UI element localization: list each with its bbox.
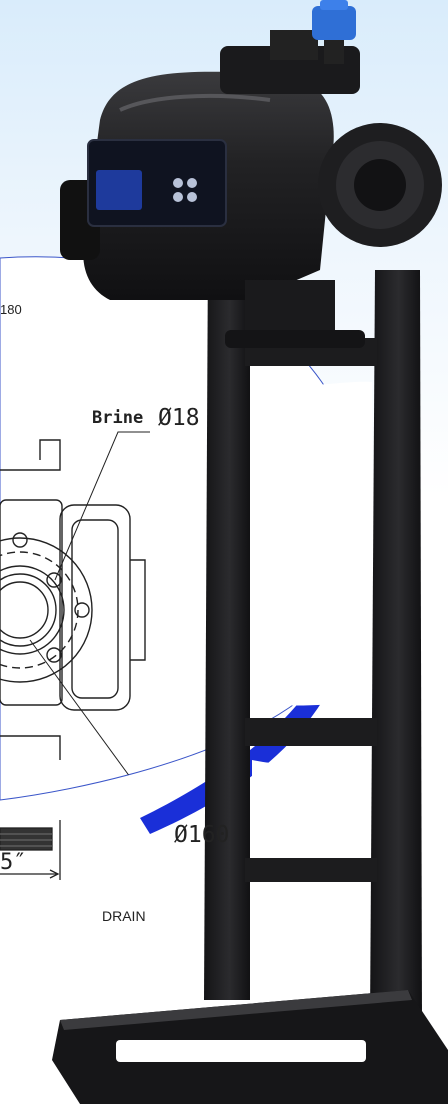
stand-frame: [52, 248, 448, 1104]
brine-label: Brine: [92, 408, 144, 428]
actuator-icon: [312, 0, 356, 64]
technical-drawing: [0, 431, 176, 801]
control-panel-icon: [87, 139, 227, 227]
diameter-18-label: Ø18: [158, 405, 200, 431]
partial-dimension-label: 180: [0, 302, 22, 317]
diameter-160-label: Ø160: [174, 822, 230, 848]
drain-label: DRAIN: [102, 908, 146, 924]
drain-detail: [0, 820, 61, 880]
inch-dimension-label: 5″: [0, 850, 27, 875]
